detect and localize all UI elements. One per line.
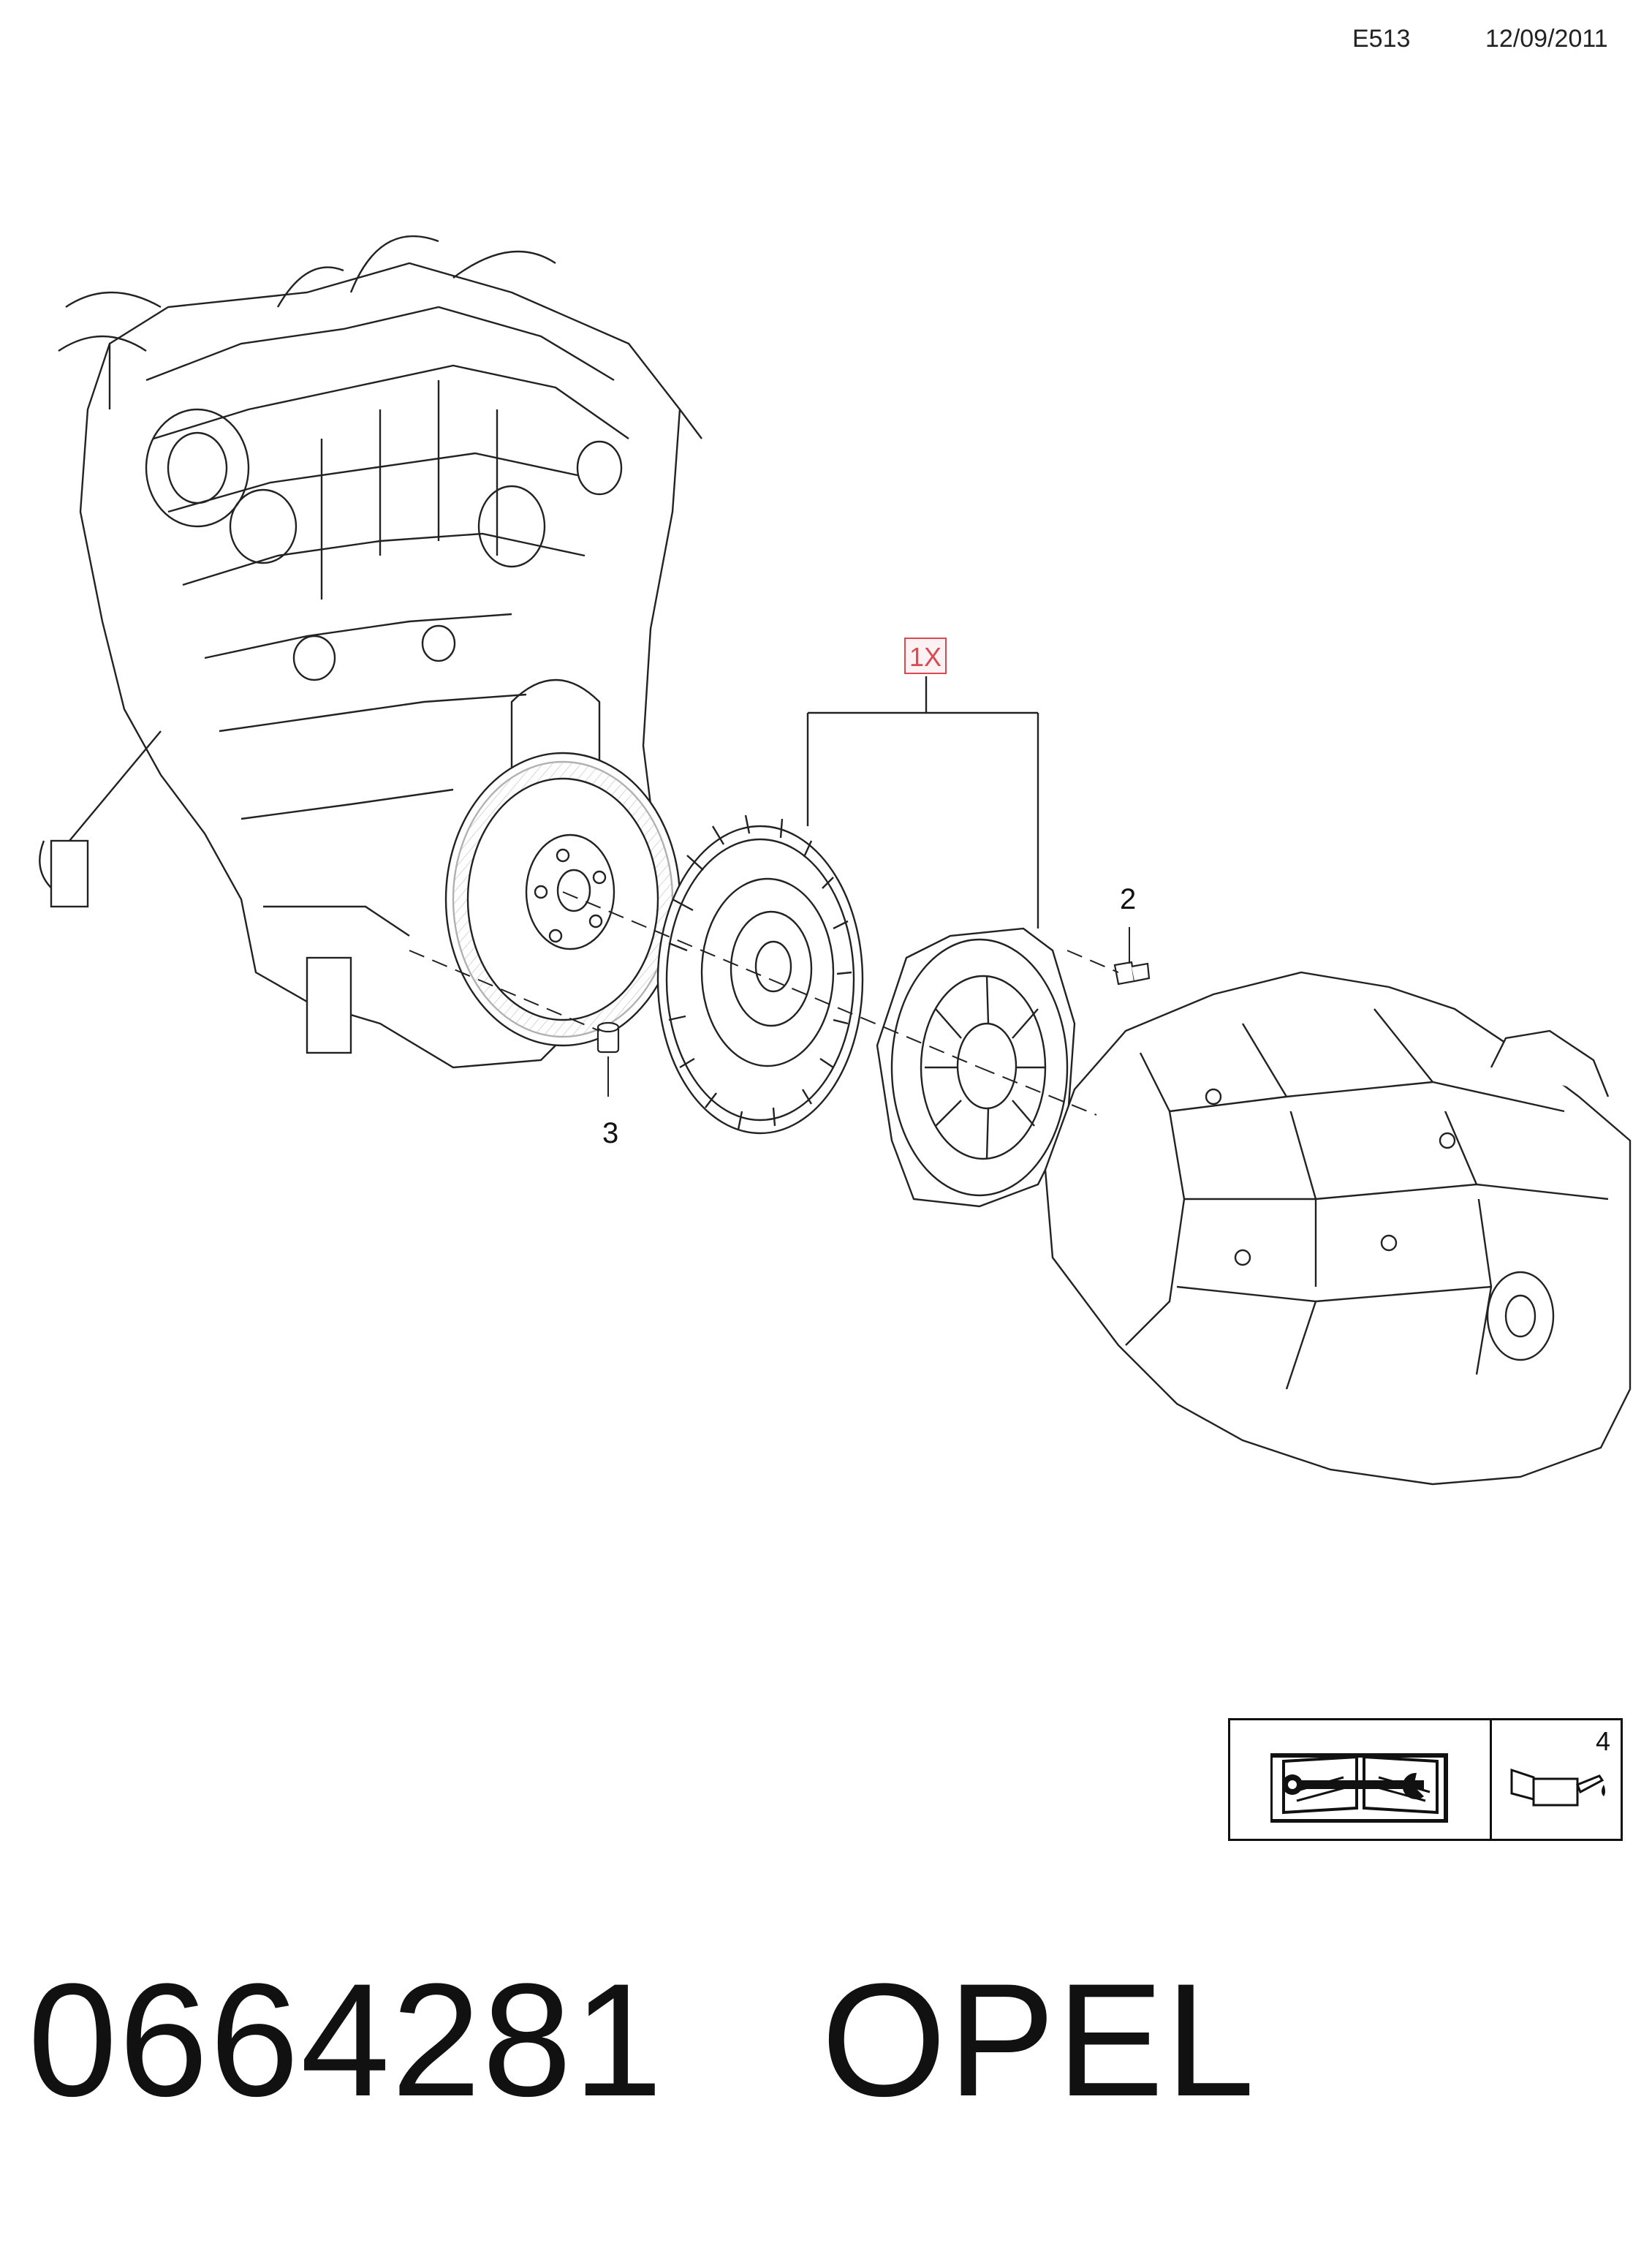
diagram-date: 12/09/2011 [1485,25,1608,53]
brand-name: OPEL [821,1950,1257,2130]
oil-quantity-label: 4 [1596,1726,1611,1756]
gearbox [1044,971,1632,1486]
assembly-bracket [806,676,1039,929]
repair-manual-wrench-icon [1270,1753,1448,1823]
oil-can-icon [1510,1768,1605,1807]
bushing [596,1021,620,1054]
info-box-divider [1490,1720,1492,1839]
service-info-box: 4 [1228,1718,1623,1841]
center-axis-lines [409,891,1119,1116]
part-number: 0664281 [28,1950,664,2130]
leader-lines [607,927,1130,1097]
flywheel [444,752,681,1047]
exploded-view-drawing [39,235,1632,1486]
clutch-disc [656,814,864,1135]
callout-3: 3 [602,1117,619,1149]
pressure-plate [876,927,1076,1208]
assembly-quantity-label: 1X [904,638,947,674]
callout-2: 2 [1120,883,1137,915]
diagram-code: E513 [1352,25,1411,53]
bolt [1113,961,1151,986]
